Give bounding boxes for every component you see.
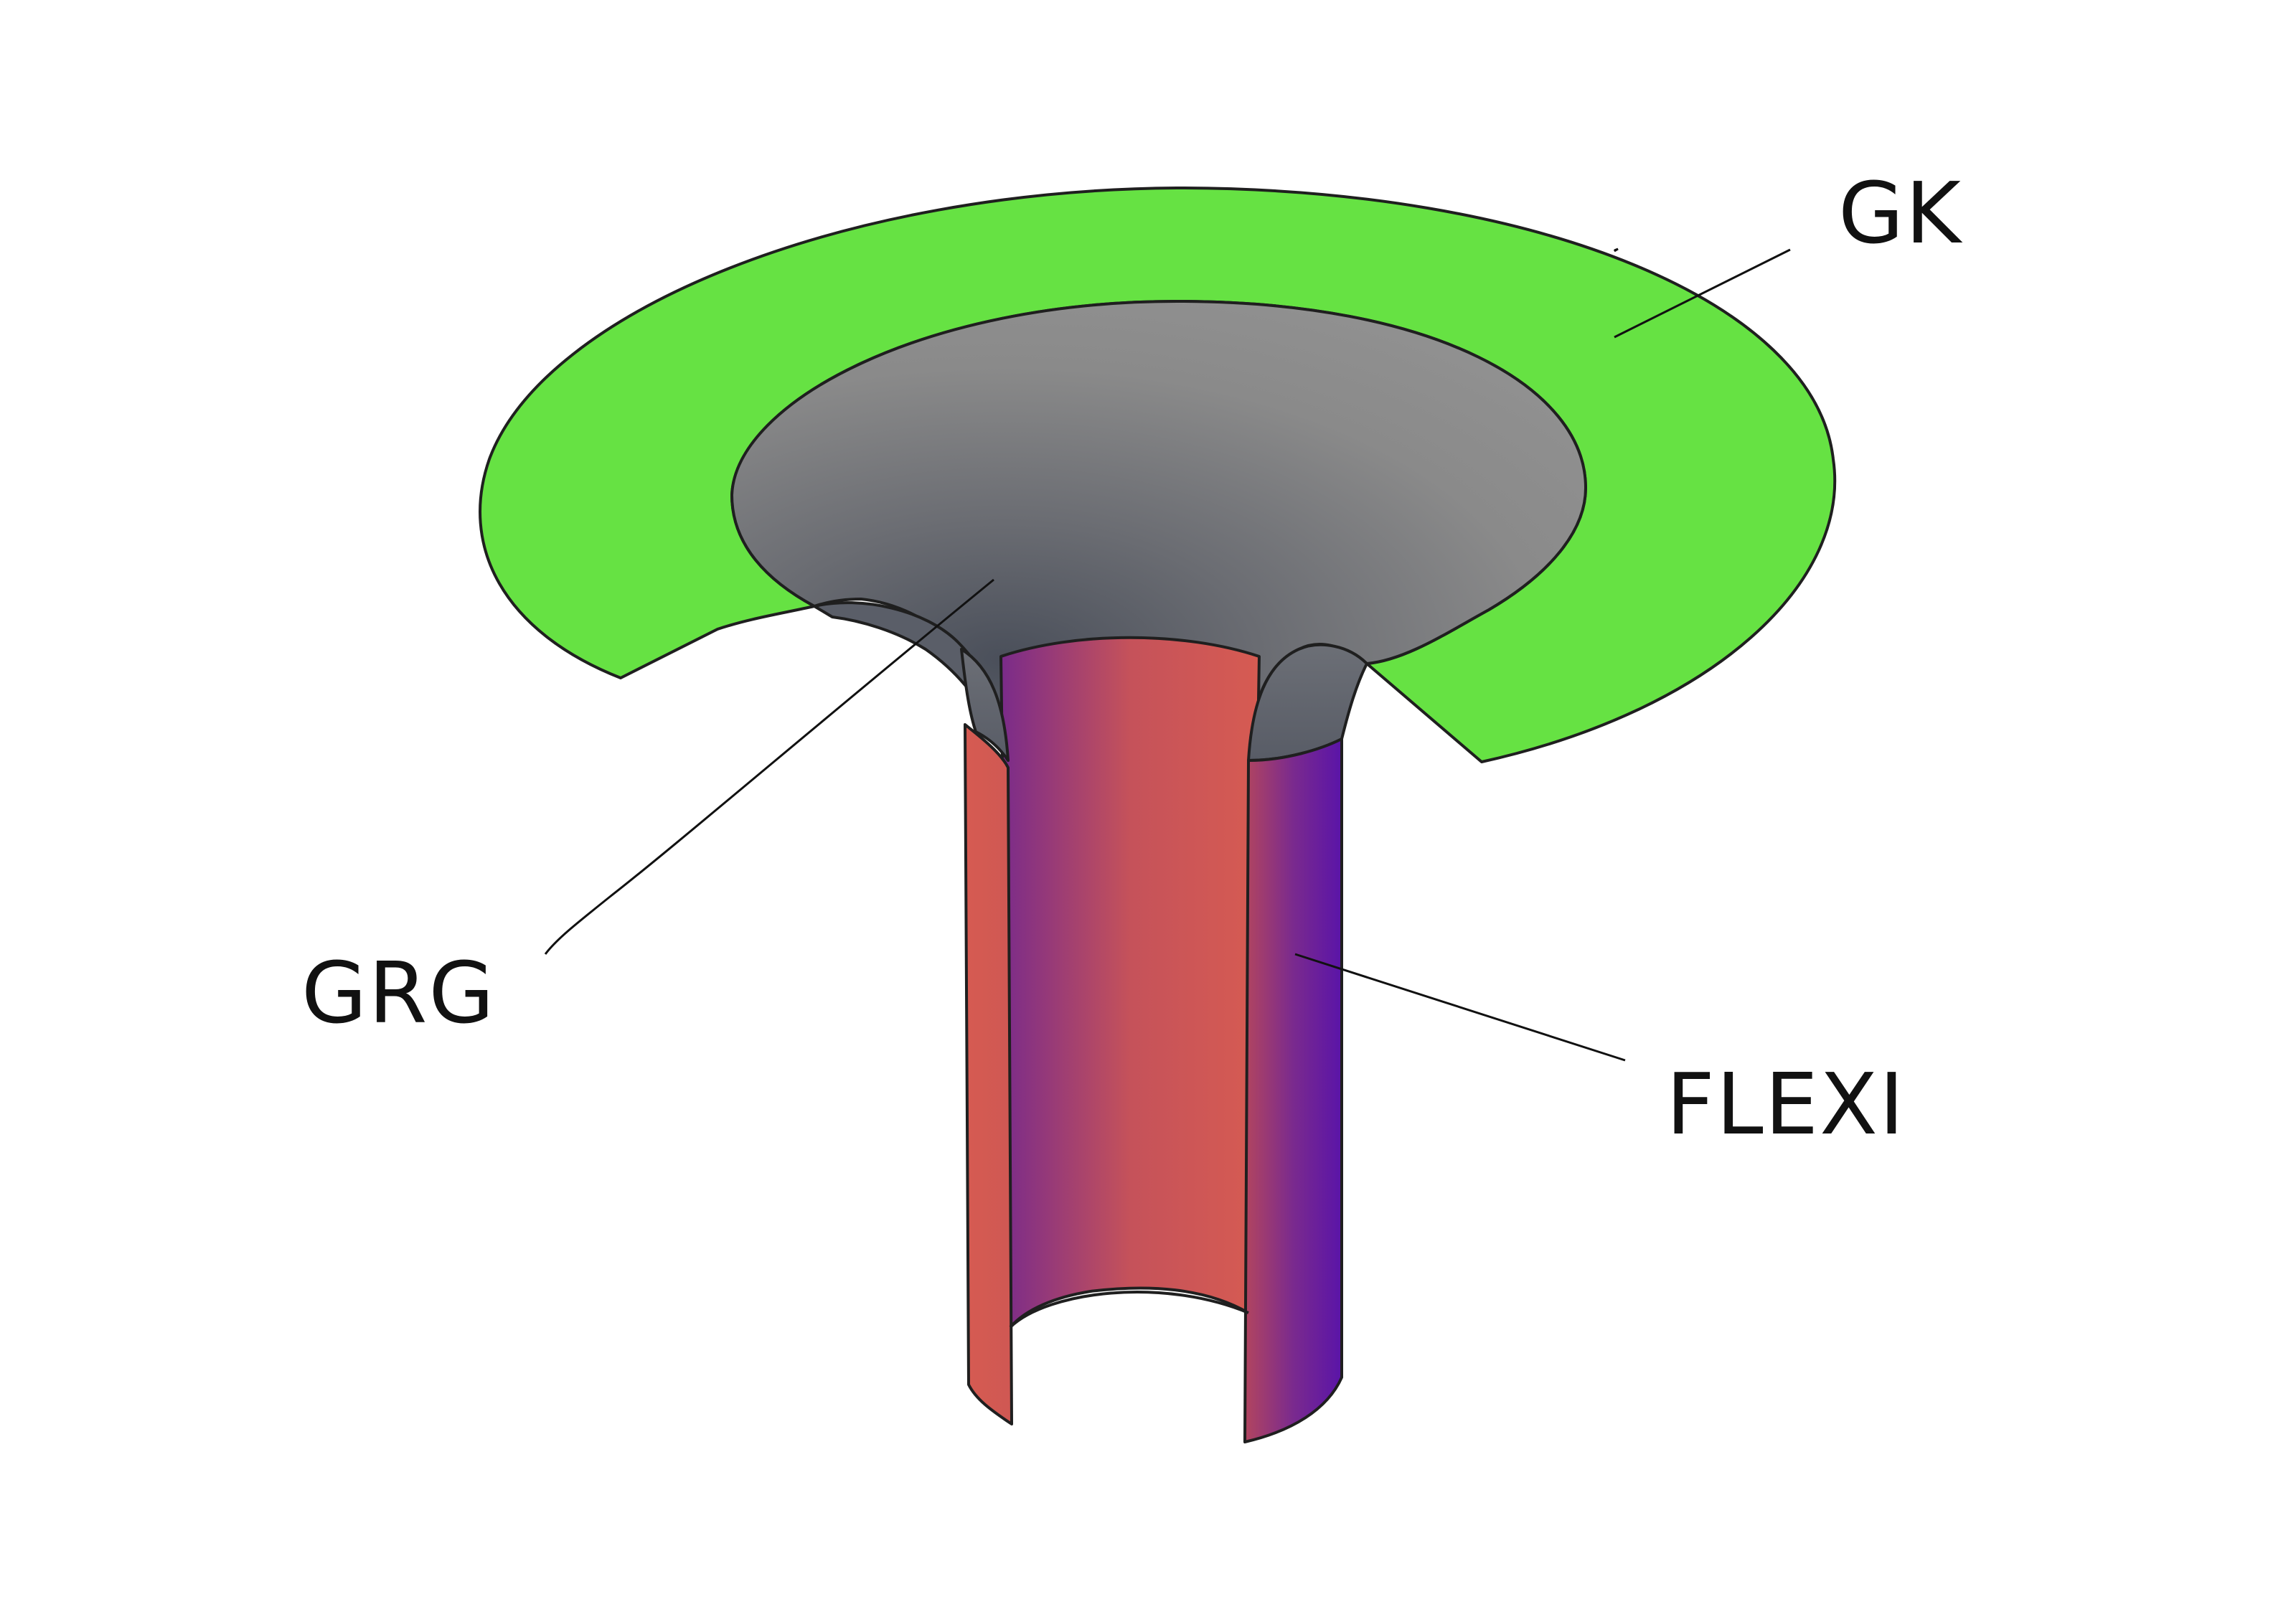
grg-label: GRG xyxy=(301,943,496,1042)
flexi-bottom-rim xyxy=(1009,1291,1249,1329)
grg-inner-left xyxy=(960,648,1010,762)
gk-leader-line xyxy=(1613,248,1791,339)
grg-leader-line xyxy=(544,578,994,955)
gk-label: GK xyxy=(1838,164,1962,263)
flexi-label: FLEXI xyxy=(1666,1055,1906,1154)
flexi-left-wall xyxy=(964,723,1013,1425)
flexi-inner-wall xyxy=(999,636,1261,1329)
grg-surface xyxy=(730,300,1587,762)
flexi-right-wall xyxy=(1243,737,1343,1443)
flexi-leader-line xyxy=(1294,953,1626,1062)
